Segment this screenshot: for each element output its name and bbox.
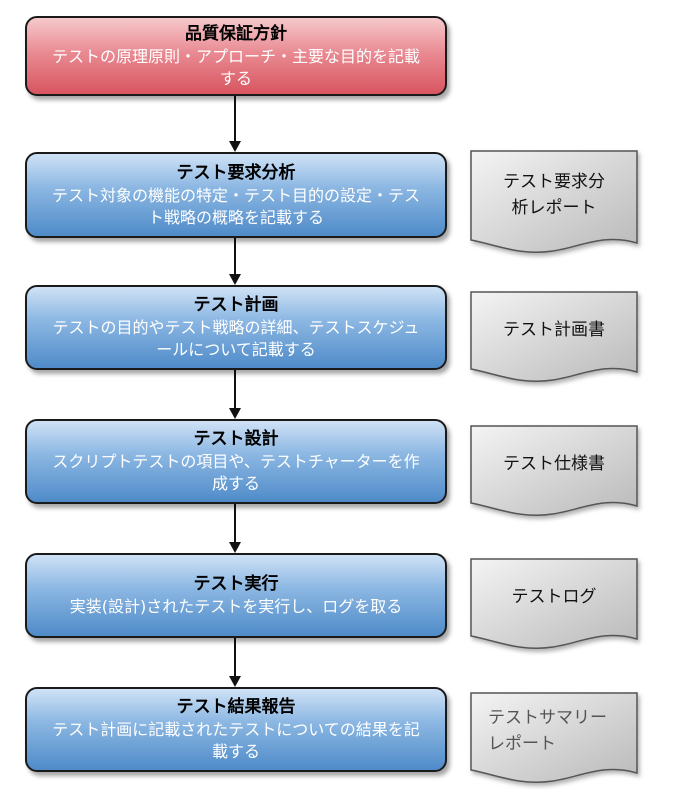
document-label-test-summary-report: テストサマリーレポート [488,708,607,754]
step-box-test-planning: テスト計画 テストの目的やテスト戦略の詳細、テストスケジュールについて記載する [25,285,447,370]
step-title: テスト結果報告 [176,697,296,717]
arrow-3 [229,370,241,419]
arrow-2 [229,238,241,285]
document-shape-1 [470,150,638,254]
step-box-test-requirements-analysis: テスト要求分析 テスト対象の機能の特定・テスト目的の設定・テスト戦略の概略を記載… [25,152,447,238]
step-title: 品質保証方針 [185,23,287,44]
document-shape-3 [470,425,638,517]
step-description: テストの目的やテスト戦略の詳細、テストスケジュールについて記載する [52,318,420,359]
step-title: テスト要求分析 [176,162,296,183]
document-label-test-specification: テスト仕様書 [503,454,605,474]
step-box-test-design: テスト設計 スクリプトテストの項目や、テストチャーターを作成する [25,419,447,504]
document-label-requirements-report: テスト要求分析レポート [503,172,605,218]
document-shape-2 [470,291,638,383]
document-label-test-log: テストログ [511,587,597,607]
document-shape-4 [470,558,638,650]
step-description: テスト対象の機能の特定・テスト目的の設定・テスト戦略の概略を記載する [51,185,420,227]
step-description: テスト計画に記載されたテストについての結果を記載する [52,720,420,761]
arrow-1 [229,96,241,152]
step-description: スクリプトテストの項目や、テストチャーターを作成する [52,452,420,493]
step-box-test-result-report: テスト結果報告 テスト計画に記載されたテストについての結果を記載する [25,687,447,772]
arrow-4 [229,504,241,553]
step-box-quality-policy: 品質保証方針 テストの原理原則・アプローチ・主要な目的を記載する [25,16,447,96]
document-shape-5 [470,692,638,784]
step-title: テスト計画 [193,295,279,315]
document-label-test-plan: テスト計画書 [503,320,605,340]
step-title: テスト実行 [193,574,279,594]
step-box-test-execution: テスト実行 実装(設計)されたテストを実行し、ログを取る [25,553,447,638]
document-shapes [470,150,638,784]
flow-arrows [229,96,241,687]
arrow-5 [229,638,241,687]
step-description: 実装(設計)されたテストを実行し、ログを取る [69,597,403,616]
step-description: テストの原理原則・アプローチ・主要な目的を記載する [51,46,420,88]
step-title: テスト設計 [193,429,279,449]
